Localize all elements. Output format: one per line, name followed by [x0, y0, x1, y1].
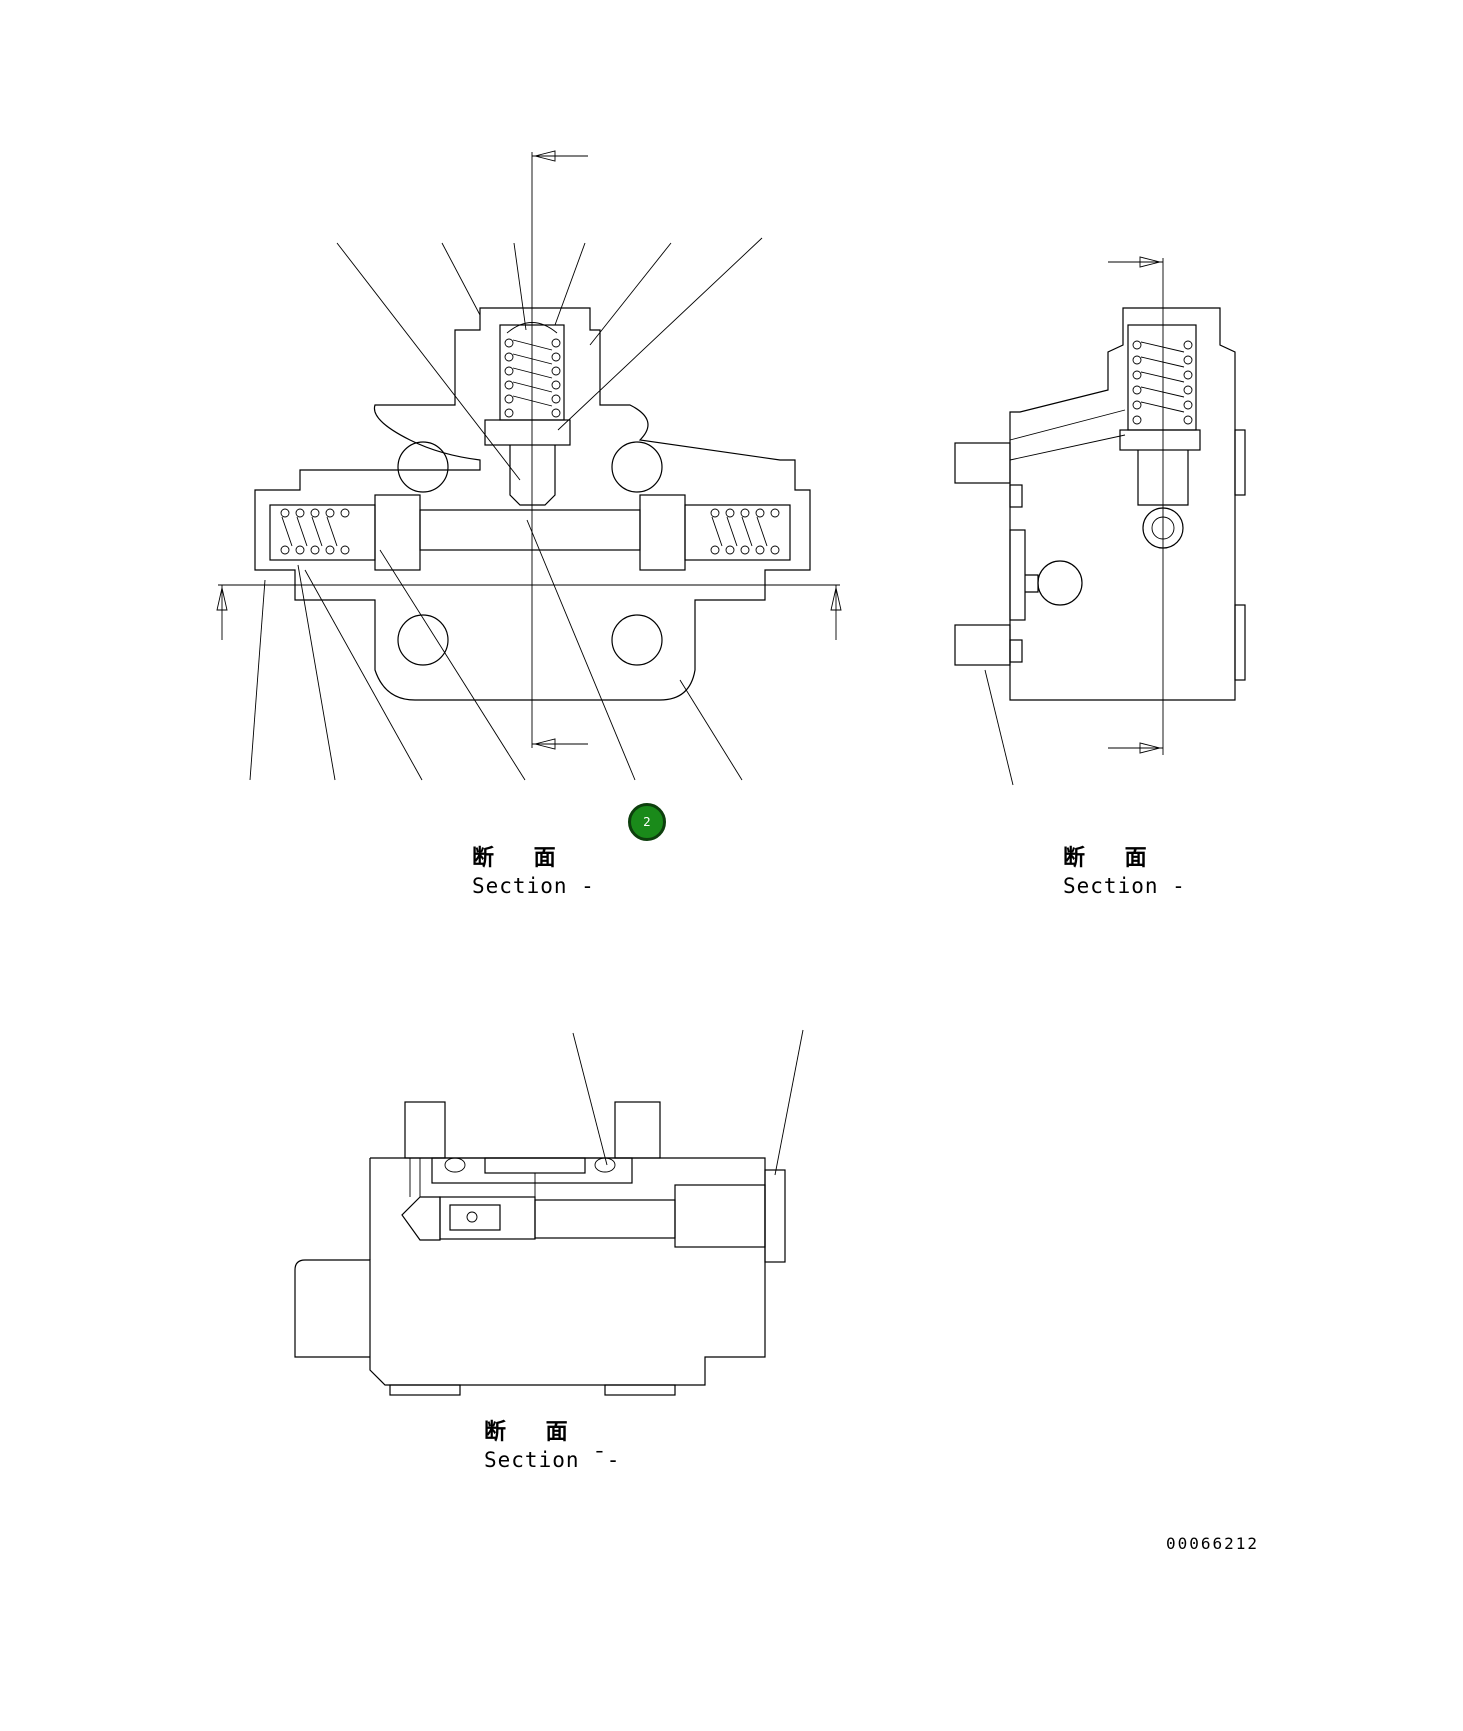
caption-en: Section - [1063, 874, 1186, 898]
top-spring [504, 338, 561, 418]
caption-jp: 断 面 [484, 1420, 584, 1445]
section-caption-side: 断 面 Section - [1063, 848, 1186, 897]
document-number: 00066212 [1166, 1534, 1260, 1553]
side-spring [1132, 340, 1193, 425]
section-caption-bottom: 断 面 Section ¯- [484, 1422, 620, 1471]
right-spring [710, 508, 780, 555]
caption-jp: 断 面 [472, 846, 572, 871]
caption-en: Section ¯- [484, 1448, 621, 1472]
caption-en: Section - [472, 874, 595, 898]
bottom-section-view [294, 1029, 804, 1396]
front-section-view [216, 150, 842, 781]
side-section-view [954, 256, 1246, 786]
caption-jp: 断 面 [1063, 846, 1163, 871]
callout-badge[interactable]: 2 [628, 803, 666, 841]
section-caption-front: 断 面 Section - [472, 848, 595, 897]
left-spring [280, 508, 350, 555]
